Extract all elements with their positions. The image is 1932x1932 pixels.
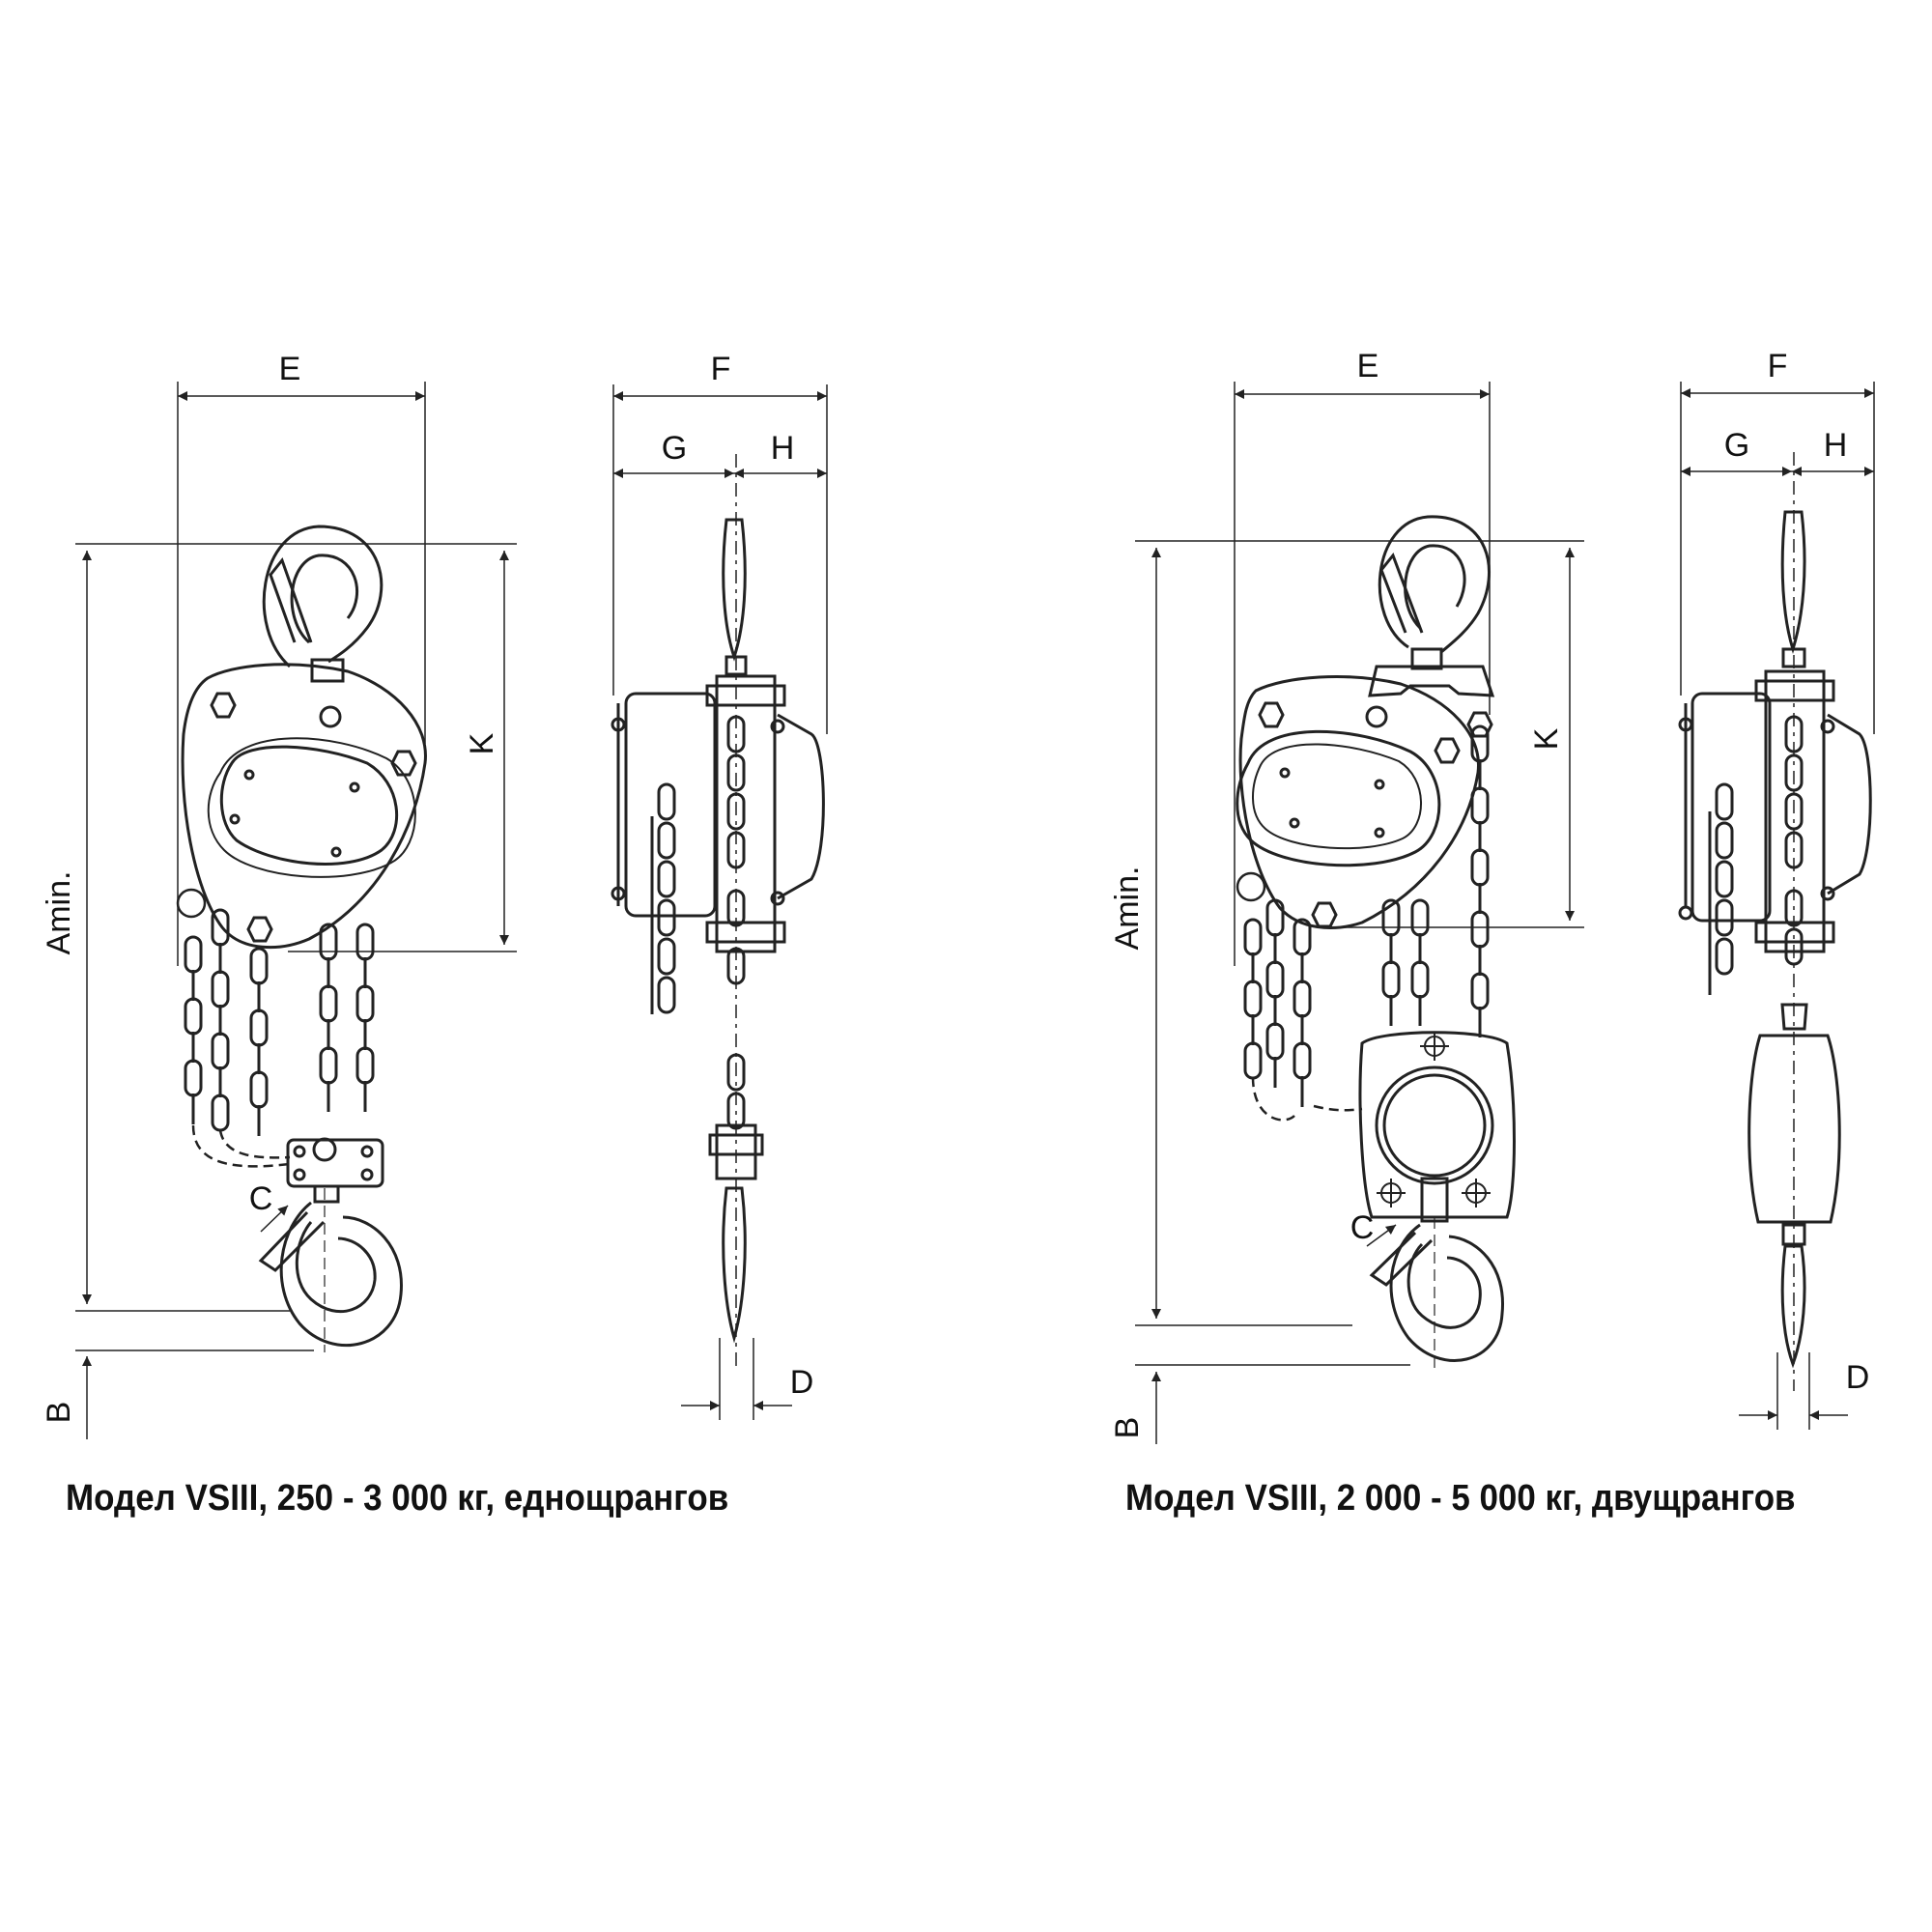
caption-double-fall-model: Модел VSIII, 2 000 - 5 000 кг, двущранго… bbox=[1125, 1478, 1796, 1519]
label-e: E bbox=[279, 351, 301, 387]
label-b: B bbox=[41, 1402, 77, 1424]
label-c: C bbox=[249, 1180, 273, 1217]
right-dimension-labels: E F G H K Amin. B C D bbox=[1109, 348, 1869, 1438]
label-g: G bbox=[1724, 427, 1749, 464]
label-h: H bbox=[771, 430, 795, 467]
left-dimension-labels: E F G H K Amin. B C D bbox=[41, 351, 813, 1423]
label-f: F bbox=[1768, 348, 1788, 384]
label-a-min: Amin. bbox=[1109, 867, 1146, 951]
label-c: C bbox=[1350, 1209, 1375, 1246]
label-h: H bbox=[1824, 427, 1848, 464]
caption-single-fall-model: Модел VSIII, 250 - 3 000 кг, еднощрангов bbox=[66, 1478, 729, 1519]
label-a-min: Amin. bbox=[41, 871, 77, 955]
label-g: G bbox=[662, 430, 687, 467]
label-e: E bbox=[1357, 348, 1379, 384]
label-b: B bbox=[1109, 1417, 1146, 1439]
label-d: D bbox=[790, 1364, 814, 1401]
label-f: F bbox=[711, 351, 731, 387]
right-front-view bbox=[1135, 382, 1584, 1444]
label-k: K bbox=[464, 732, 500, 754]
left-front-view bbox=[75, 382, 517, 1439]
right-side-view bbox=[1678, 382, 1875, 1430]
label-d: D bbox=[1846, 1359, 1870, 1396]
left-side-view bbox=[611, 384, 828, 1420]
label-k: K bbox=[1528, 727, 1565, 750]
